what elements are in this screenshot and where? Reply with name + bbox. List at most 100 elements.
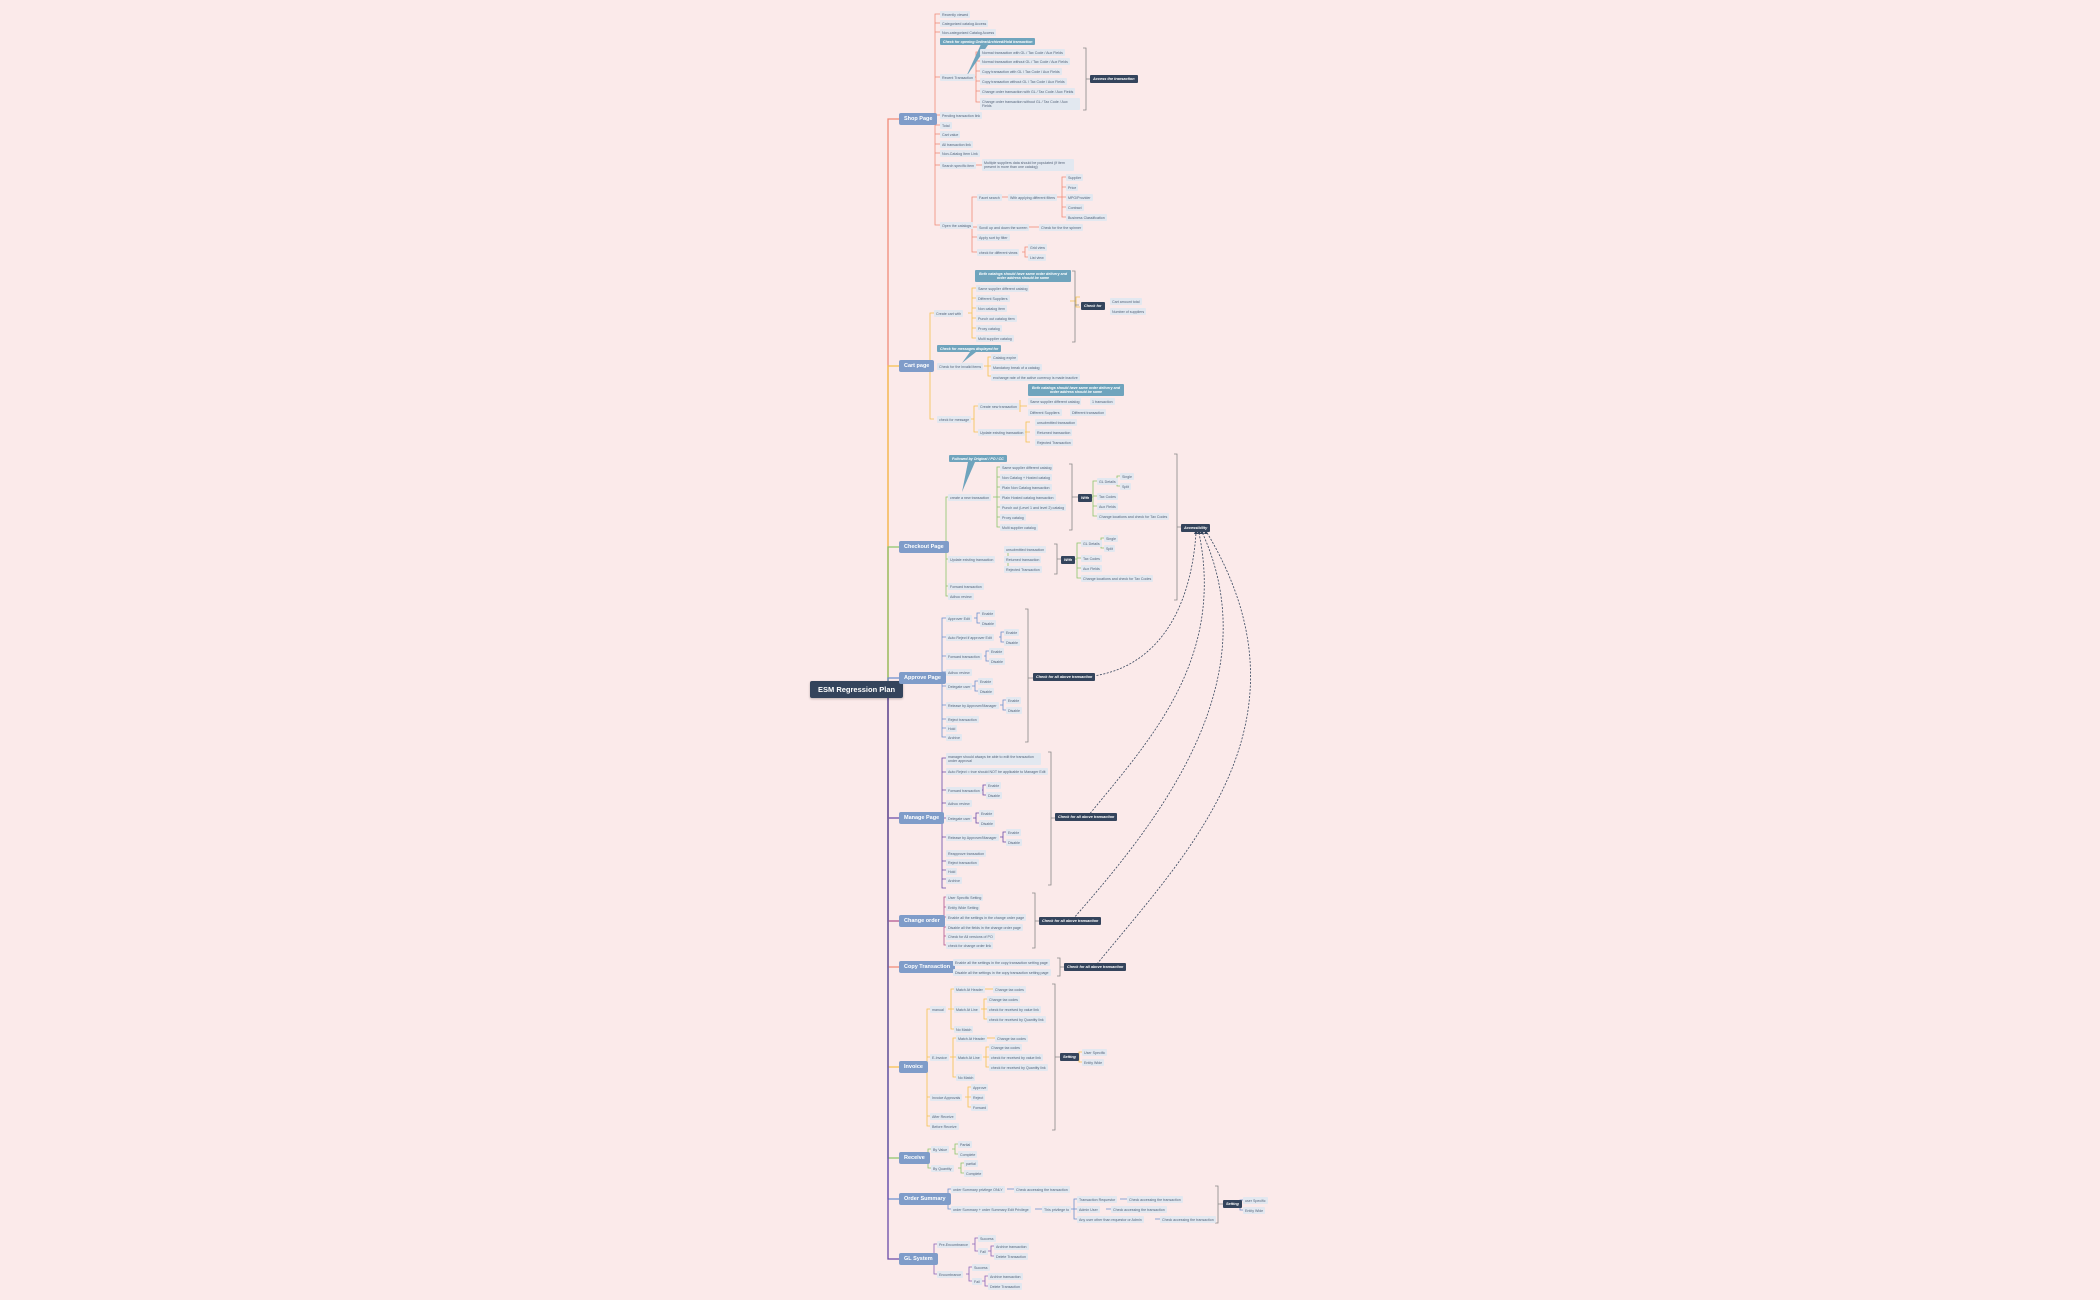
setting-item[interactable]: Entity Wide xyxy=(1082,1059,1105,1067)
change-item[interactable]: Entity Wide Setting xyxy=(946,904,981,912)
toggle-disable[interactable]: Disable xyxy=(1004,639,1020,647)
header-child[interactable]: Change tax codes xyxy=(993,986,1026,994)
topic-cart-page[interactable]: Cart page xyxy=(899,360,935,372)
fail-item[interactable]: Archive transaction xyxy=(994,1243,1029,1251)
approve-summary[interactable]: Check for all above transaction xyxy=(1033,673,1096,681)
checkout-create-item[interactable]: Proxy catalog xyxy=(1000,514,1026,522)
gl-group[interactable]: Pre-Encumbrance xyxy=(937,1241,970,1249)
shop-item[interactable]: Search specific item xyxy=(940,162,977,170)
line-child[interactable]: Change tax codes xyxy=(989,1044,1022,1052)
change-item[interactable]: User Specific Setting xyxy=(946,894,984,902)
gl-option[interactable]: Split xyxy=(1104,545,1115,553)
match-item[interactable]: Match At Line xyxy=(954,1006,980,1014)
copy-summary[interactable]: Check for all above transaction xyxy=(1064,963,1127,971)
with-item[interactable]: Change locations and check for Tax Codes xyxy=(1097,513,1170,521)
checkout-update-item[interactable]: unsubmitted transaction xyxy=(1004,546,1047,554)
shop-item[interactable]: Total xyxy=(940,122,952,130)
receive-item[interactable]: Partial xyxy=(958,1141,973,1149)
checkout-update-item[interactable]: Returned transaction xyxy=(1004,556,1042,564)
order-user[interactable]: Admin User xyxy=(1077,1206,1100,1214)
topic-change-order[interactable]: Change order xyxy=(899,915,945,927)
checkout-create-item[interactable]: Multi supplier catalog xyxy=(1000,524,1038,532)
order-group[interactable]: order Summary + order Summary Edit Privi… xyxy=(951,1206,1031,1214)
with-item[interactable]: Aux Fields xyxy=(1097,503,1118,511)
toggle-disable[interactable]: Disable xyxy=(989,658,1005,666)
manage-item[interactable]: Release by Approver/Manager xyxy=(946,834,999,842)
checkout-group[interactable]: Forward transaction xyxy=(948,583,984,591)
cart-create-item[interactable]: Punch out catalog item xyxy=(976,315,1017,323)
manage-item[interactable]: Adhoc review xyxy=(946,800,972,808)
shop-item[interactable]: Non-categorized Catalog Access xyxy=(940,29,997,37)
match-item[interactable]: Match At Line xyxy=(956,1054,982,1062)
with-item[interactable]: Aux Fields xyxy=(1081,565,1102,573)
cart-group[interactable]: check for message xyxy=(937,416,972,424)
manage-item[interactable]: Delegate user xyxy=(946,815,973,823)
setting-item[interactable]: User Specific xyxy=(1082,1049,1108,1057)
gl-success[interactable]: Success xyxy=(972,1264,990,1272)
manage-item[interactable]: Auto Reject = true should NOT be applica… xyxy=(946,768,1048,776)
invoice-group[interactable]: manual xyxy=(930,1006,946,1014)
shop-item[interactable]: Recent Transaction xyxy=(940,74,975,82)
recent-item[interactable]: Change order transaction with GL / Tax C… xyxy=(980,88,1076,96)
change-item[interactable]: Check for All versions of PO xyxy=(946,933,995,941)
shop-item[interactable]: Non-Catalog Item Link xyxy=(940,150,980,158)
with-item[interactable]: Tax Codes xyxy=(1097,493,1118,501)
checkout-group[interactable]: Update existing transaction xyxy=(948,556,996,564)
change-item[interactable]: Disable all the fields in the change ord… xyxy=(946,924,1023,932)
change-item[interactable]: check for change order link xyxy=(946,942,994,950)
cart-group[interactable]: Create cart with xyxy=(934,310,964,318)
gl-group[interactable]: Encumbrance xyxy=(937,1271,964,1279)
with-item[interactable]: Tax Codes xyxy=(1081,555,1102,563)
receive-item[interactable]: Complete xyxy=(958,1151,978,1159)
checkout-update-item[interactable]: Rejected Transaction xyxy=(1004,566,1042,574)
cart-create-item[interactable]: Non catalog item xyxy=(976,305,1007,313)
topic-manage-page[interactable]: Manage Page xyxy=(899,812,945,824)
checkout-group[interactable]: Adhoc review xyxy=(948,593,974,601)
with-item[interactable]: GL Details xyxy=(1081,540,1102,548)
order-user[interactable]: Transaction Requestor xyxy=(1077,1196,1118,1204)
cart-create-item[interactable]: Same supplier different catalog xyxy=(976,285,1030,293)
receive-item[interactable]: Complete xyxy=(964,1170,984,1178)
manage-item[interactable]: manager should always be able to edit th… xyxy=(946,753,1041,765)
approve-item[interactable]: Hold xyxy=(946,725,958,733)
update-item[interactable]: Returned transaction xyxy=(1035,429,1073,437)
accessibility-node[interactable]: Accessibility xyxy=(1181,524,1211,532)
receive-group[interactable]: By Quantity xyxy=(931,1165,954,1173)
topic-gl-system[interactable]: GL System xyxy=(899,1253,938,1265)
toggle-enable[interactable]: Enable xyxy=(978,678,994,686)
invalid-item[interactable]: Mandatory break of a catalog xyxy=(991,364,1042,372)
order-setting[interactable]: Setting xyxy=(1223,1200,1242,1208)
check-for-node[interactable]: Check for xyxy=(1081,302,1105,310)
recent-item[interactable]: Normal transaction without GL / Tax Code… xyxy=(980,58,1070,66)
manage-item[interactable]: Reapprove transaction xyxy=(946,850,987,858)
checkout-create-item[interactable]: Plain Hosted catalog transaction xyxy=(1000,494,1056,502)
line-child[interactable]: Change tax codes xyxy=(987,996,1020,1004)
access-transaction-summary[interactable]: Access the transaction xyxy=(1090,75,1138,83)
checkout-create-item[interactable]: Non Catalog + Hosted catalog xyxy=(1000,474,1053,482)
manage-item[interactable]: Reject transaction xyxy=(946,859,979,867)
order-group[interactable]: order Summary privilege ONLY xyxy=(951,1186,1005,1194)
approval-item[interactable]: Forward xyxy=(971,1104,989,1112)
topic-invoice[interactable]: Invoice xyxy=(899,1061,928,1073)
invoice-group[interactable]: After Receive xyxy=(930,1113,956,1121)
line-child[interactable]: check for received by Quantity link xyxy=(989,1064,1048,1072)
match-item[interactable]: Match At Header xyxy=(954,986,985,994)
toggle-disable[interactable]: Disable xyxy=(978,688,994,696)
topic-checkout-page[interactable]: Checkout Page xyxy=(899,541,949,553)
view-item[interactable]: Grid view xyxy=(1028,244,1047,252)
cart-create-item[interactable]: Different Suppliers xyxy=(976,295,1010,303)
receive-item[interactable]: partial xyxy=(964,1160,978,1168)
approval-item[interactable]: Reject xyxy=(971,1094,986,1102)
message-item[interactable]: Create new transaction xyxy=(978,403,1019,411)
manage-item[interactable]: Forward transaction xyxy=(946,787,982,795)
copy-item[interactable]: Enable all the settings in the copy tran… xyxy=(953,959,1050,967)
line-child[interactable]: check for received by value link xyxy=(989,1054,1043,1062)
checkout-create-item[interactable]: Same supplier different catalog xyxy=(1000,464,1054,472)
shop-item[interactable]: Categorized catalog Access xyxy=(940,20,989,28)
update-item[interactable]: Rejected Transaction xyxy=(1035,439,1073,447)
order-user[interactable]: Any user other than requestor or Admin xyxy=(1077,1216,1144,1224)
view-item[interactable]: List view xyxy=(1028,254,1046,262)
change-item[interactable]: Enable all the settings in the change or… xyxy=(946,914,1027,922)
message-item[interactable]: Update existing transaction xyxy=(978,429,1026,437)
gl-option[interactable]: Split xyxy=(1120,483,1131,491)
